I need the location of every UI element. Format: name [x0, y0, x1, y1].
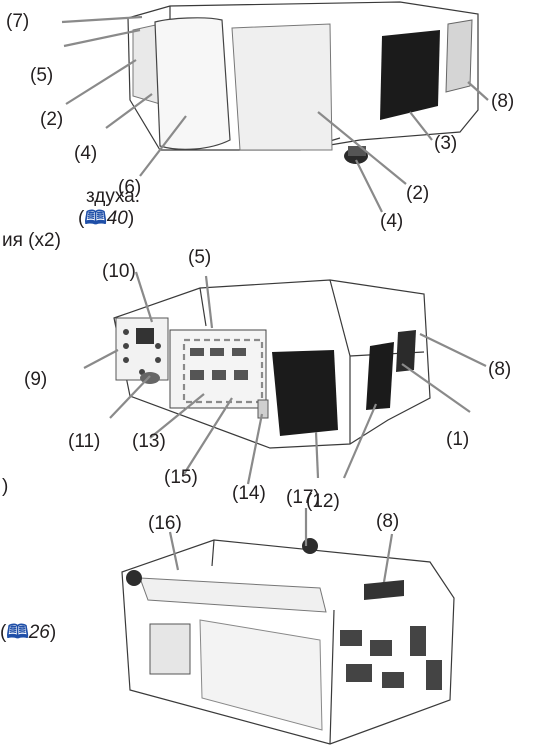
label-7-top: (7) — [6, 11, 30, 32]
label-12: (12) — [306, 491, 340, 512]
text-fragment-air: здуха. — [86, 186, 141, 207]
label-2-left: (2) — [40, 109, 64, 130]
text-fragment-ref40: (🕮40) — [78, 208, 135, 229]
book-icon: 🕮 — [84, 208, 107, 229]
label-5-rear: (5) — [188, 247, 212, 268]
label-8-bottom: (8) — [376, 511, 400, 532]
label-15: (15) — [164, 467, 198, 488]
label-4-right: (4) — [380, 211, 404, 232]
label-4-left: (4) — [74, 143, 98, 164]
label-1: (1) — [446, 429, 470, 450]
label-8-rear: (8) — [488, 359, 512, 380]
label-9: (9) — [24, 369, 48, 390]
book-icon: 🕮 — [6, 622, 29, 643]
label-16: (16) — [148, 513, 182, 534]
projector-bottom-view — [121, 508, 455, 745]
label-5-top: (5) — [30, 65, 54, 86]
label-14: (14) — [232, 483, 266, 504]
text-fragment-ref26: (🕮26) — [0, 622, 57, 643]
text-fragment-paren: ) — [2, 476, 9, 497]
text-fragment-x2: ия (x2) — [2, 230, 61, 251]
label-8-top: (8) — [491, 91, 515, 112]
label-10: (10) — [102, 261, 136, 282]
label-6: (6) — [118, 177, 142, 198]
label-3: (3) — [434, 133, 458, 154]
label-17: (17) — [286, 487, 320, 508]
label-13: (13) — [132, 431, 166, 452]
projector-front-view — [61, 1, 489, 213]
label-2-right: (2) — [406, 183, 430, 204]
projector-rear-view — [83, 271, 487, 485]
label-11: (11) — [68, 431, 101, 452]
